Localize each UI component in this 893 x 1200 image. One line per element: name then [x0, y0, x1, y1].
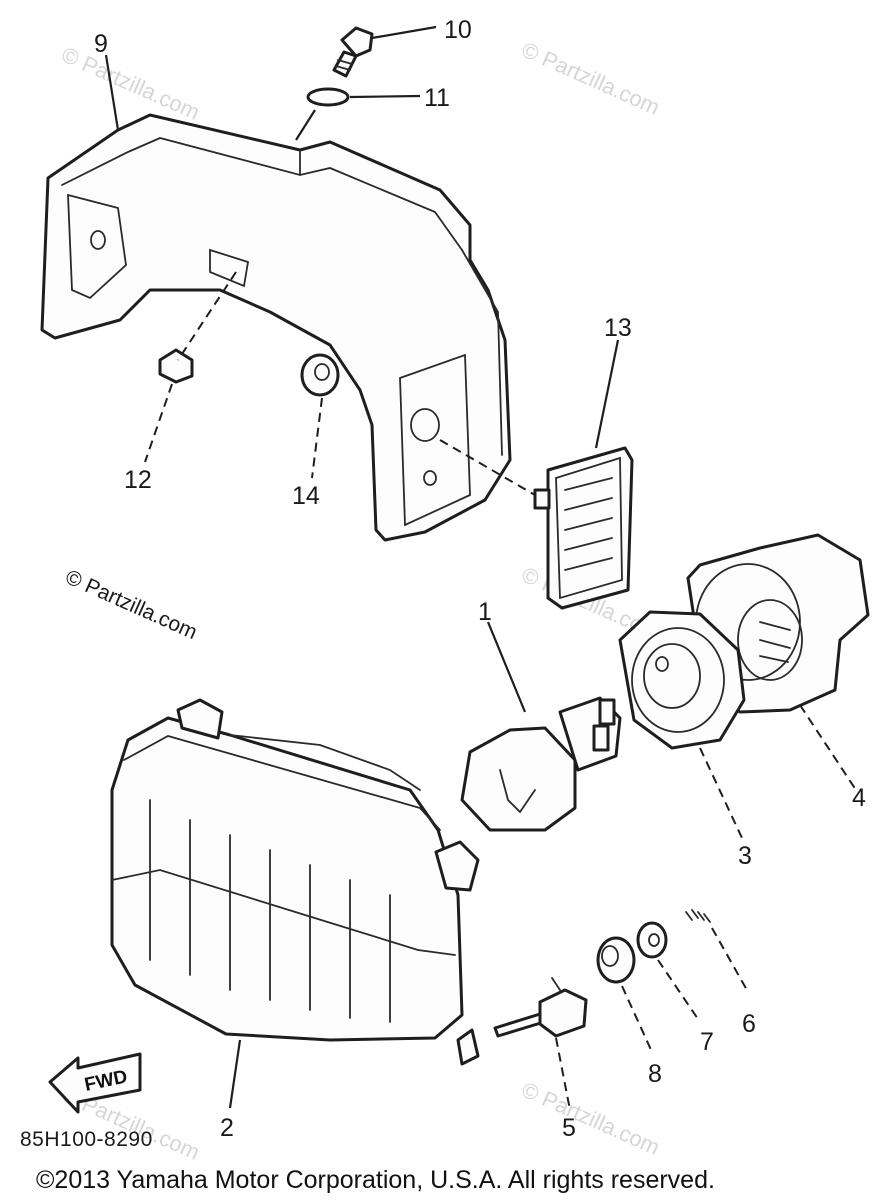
- bulb-holder-part-3: [618, 610, 746, 750]
- watermark-top-right: © Partzilla.com: [518, 37, 664, 120]
- callout-3: 3: [738, 842, 752, 870]
- spring-part-6: [685, 909, 711, 923]
- adjust-screw-part-5: [493, 977, 588, 1038]
- callout-10: 10: [444, 16, 472, 44]
- callout-4: 4: [852, 784, 866, 812]
- leader-lines: [104, 25, 857, 1111]
- callout-13: 13: [604, 314, 632, 342]
- callout-11: 11: [424, 84, 450, 112]
- callout-6: 6: [742, 1010, 756, 1038]
- callout-2: 2: [220, 1114, 234, 1142]
- grommet-part-12: [158, 348, 194, 384]
- headlight-unit-part-2: [110, 698, 480, 1066]
- callout-8: 8: [648, 1060, 662, 1088]
- forward-direction-arrow: FWD: [48, 1052, 142, 1114]
- callout-14: 14: [292, 482, 320, 510]
- watermark-bottom-right: © Partzilla.com: [518, 1077, 664, 1160]
- callout-7: 7: [700, 1028, 714, 1056]
- grommet-part-14: [300, 353, 340, 397]
- reflector-part-13: [533, 446, 634, 610]
- watermark-middle-left: © Partzilla.com: [62, 566, 201, 645]
- spacer-part-8: [596, 936, 636, 984]
- screw-part-10: [332, 26, 374, 78]
- watermark-top-left: © Partzilla.com: [58, 42, 204, 125]
- callout-12: 12: [124, 466, 152, 494]
- callout-5: 5: [562, 1114, 576, 1142]
- callout-9: 9: [94, 30, 108, 58]
- callout-1: 1: [478, 598, 492, 626]
- copyright-notice: ©2013 Yamaha Motor Corporation, U.S.A. A…: [36, 1166, 715, 1194]
- washer-part-7: [636, 921, 668, 959]
- diagram-code: 85H100-8290: [20, 1128, 153, 1151]
- headlight-cover-part-9: [40, 113, 512, 542]
- bulb-part-1: [460, 696, 622, 832]
- washer-part-11: [306, 87, 350, 107]
